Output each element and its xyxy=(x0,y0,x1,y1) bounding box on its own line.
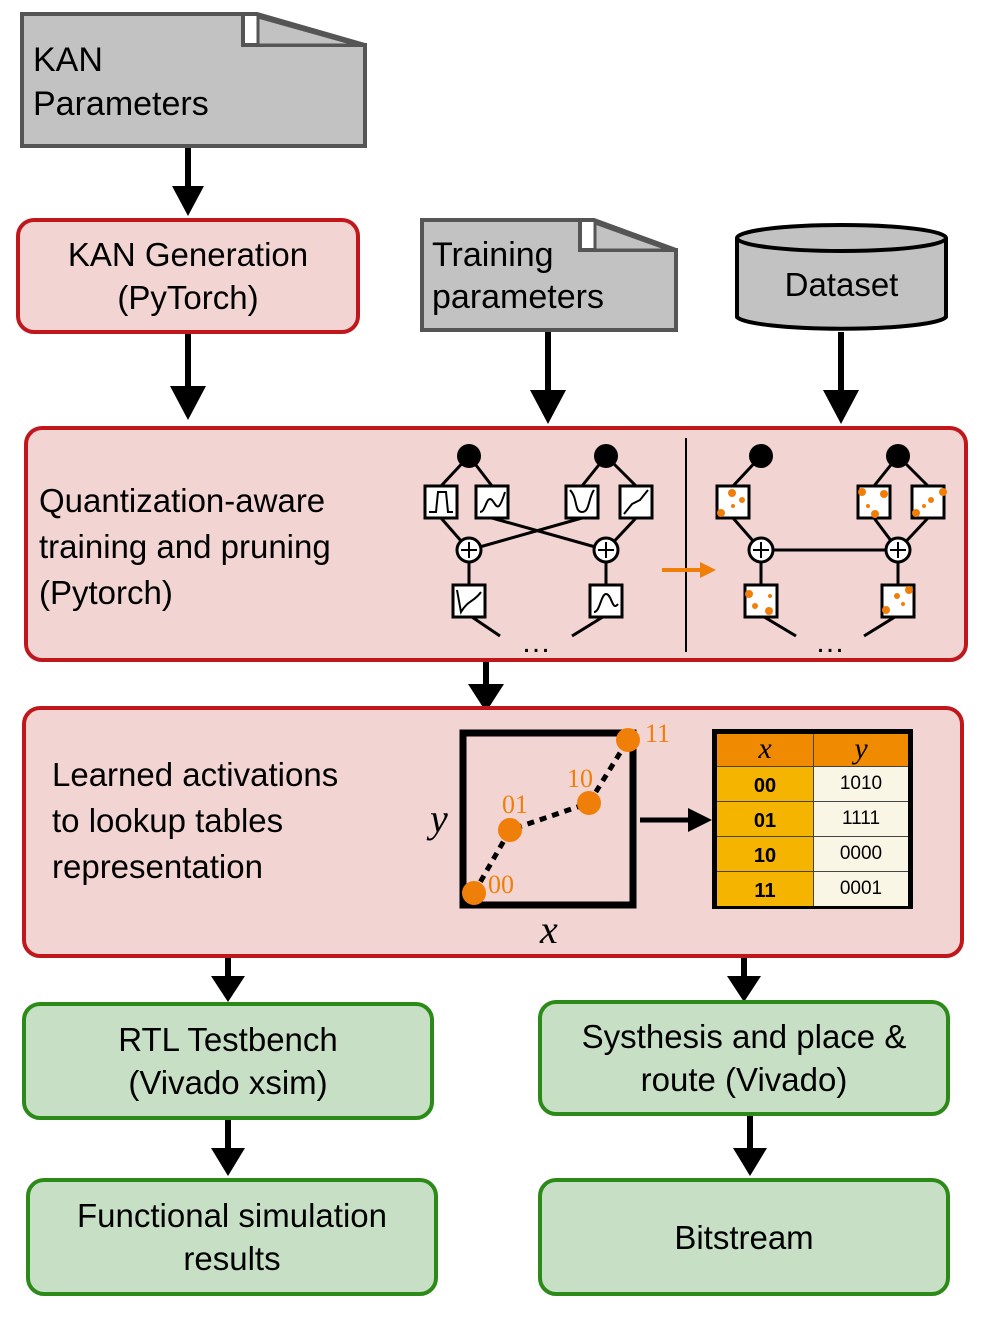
qat-line1: Quantization-aware xyxy=(39,482,326,519)
table-header-y: y xyxy=(814,734,908,766)
training-parameters-label: Training parameters xyxy=(432,234,604,318)
kan-generation-box: KAN Generation (PyTorch) xyxy=(16,218,360,334)
kan-generation-line1: KAN Generation xyxy=(67,236,309,273)
table-key-cell: 11 xyxy=(717,872,813,906)
dataset-label: Dataset xyxy=(784,266,899,303)
rtl-testbench-box: RTL Testbench (Vivado xsim) xyxy=(22,1002,434,1120)
synthesis-line2: route (Vivado) xyxy=(640,1061,848,1098)
table-value-cell: 1010 xyxy=(814,767,908,801)
kan-network-diagram: … … xyxy=(423,438,947,658)
point-label-11: 11 xyxy=(645,719,670,748)
lookup-table: x y 00 1010 01 1111 10 0000 11 0001 xyxy=(712,729,913,909)
input-node-1 xyxy=(457,444,481,468)
lut-line3: representation xyxy=(52,848,263,885)
point-label-10: 10 xyxy=(567,764,593,793)
qat-line3: (Pytorch) xyxy=(39,574,173,611)
quantize-arrow xyxy=(662,562,716,578)
bitstream-label: Bitstream xyxy=(674,1218,814,1256)
qat-label: Quantization-aware training and pruning … xyxy=(39,478,331,616)
table-value-cell: 0000 xyxy=(814,837,908,871)
lut-line1: Learned activations xyxy=(52,756,339,793)
y-axis-label: y xyxy=(426,796,448,841)
functional-results-box: Functional simulation results xyxy=(26,1178,438,1296)
point-01 xyxy=(498,818,522,842)
kan-parameters-label: KAN Parameters xyxy=(33,38,209,126)
input-node-3 xyxy=(749,444,773,468)
quantized-points xyxy=(717,488,947,615)
point-00 xyxy=(462,881,486,905)
training-parameters-document xyxy=(420,218,678,332)
point-label-00: 00 xyxy=(488,870,514,899)
input-node-2 xyxy=(594,444,618,468)
qat-box xyxy=(24,426,968,662)
kan-network-after xyxy=(715,454,946,638)
point-10 xyxy=(577,791,601,815)
x-axis-label: x xyxy=(539,907,558,952)
kan-generation-line2: (PyTorch) xyxy=(117,279,259,316)
rtl-testbench-line2: (Vivado xsim) xyxy=(128,1064,328,1101)
activation-plot: 00 01 10 11 y x xyxy=(426,719,712,952)
kan-parameters-document xyxy=(20,12,367,148)
rtl-testbench-line1: RTL Testbench xyxy=(118,1021,338,1058)
kan-parameters-line2: Parameters xyxy=(33,85,209,123)
lut-line2: to lookup tables xyxy=(52,802,284,839)
training-parameters-line1: Training xyxy=(432,236,554,274)
table-value-cell: 1111 xyxy=(814,802,908,836)
table-key-cell: 00 xyxy=(717,767,813,801)
synthesis-box: Systhesis and place & route (Vivado) xyxy=(538,1000,950,1116)
lut-label: Learned activations to lookup tables rep… xyxy=(52,752,338,890)
table-key-cell: 10 xyxy=(717,837,813,871)
flow-arrows xyxy=(170,148,859,1176)
input-node-4 xyxy=(886,444,910,468)
dataset-cylinder xyxy=(735,223,948,331)
kan-network-before xyxy=(423,454,654,638)
table-header-x: x xyxy=(717,734,813,766)
point-label-01: 01 xyxy=(502,790,528,819)
table-key-cell: 01 xyxy=(717,802,813,836)
synthesis-line1: Systhesis and place & xyxy=(581,1018,907,1055)
functional-results-line1: Functional simulation xyxy=(77,1197,387,1234)
point-11 xyxy=(616,728,640,752)
kan-parameters-line1: KAN xyxy=(33,41,103,79)
functional-results-line2: results xyxy=(183,1240,281,1277)
network-ellipsis-left: … xyxy=(521,626,551,658)
network-ellipsis-right: … xyxy=(815,626,845,658)
table-value-cell: 0001 xyxy=(814,872,908,906)
training-parameters-line2: parameters xyxy=(432,278,604,316)
plot-frame xyxy=(459,729,637,909)
qat-line2: training and pruning xyxy=(39,528,331,565)
plot-to-table-arrow-head xyxy=(688,808,712,832)
bitstream-box: Bitstream xyxy=(538,1178,950,1296)
